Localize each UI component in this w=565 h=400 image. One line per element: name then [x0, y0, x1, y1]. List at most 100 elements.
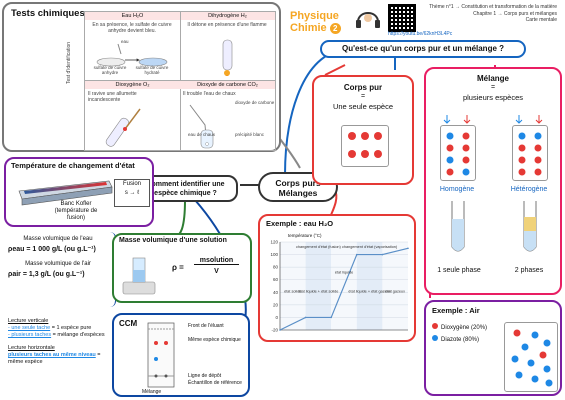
co2-test-text: Il trouble l'eau de chaux	[183, 91, 236, 97]
lecture-h-a: plusieurs taches au même niveau	[8, 352, 96, 358]
y-tick-label: 100	[270, 252, 278, 257]
header-chapter: Chapitre 1 → Corps purs et mélanges	[473, 10, 557, 17]
banc-kofler-name: Banc Kofler	[60, 201, 92, 207]
col-eau-header: Eau H₂O	[85, 12, 180, 20]
header-info: Thème n°1 → Constitution et transformati…	[429, 4, 557, 24]
tests-side-label: Test d'identification	[66, 41, 72, 84]
change-state-vaporisation: changement d'état (vaporisation)	[342, 245, 398, 249]
homogene-label: Homogène	[439, 186, 475, 193]
eau-test-text: En sa présence, le sulfate de cuivre anh…	[92, 22, 172, 34]
temperature-title: Température de changement d'état	[11, 161, 135, 170]
tube-homogene-icon	[451, 201, 465, 252]
fusion-label: Fusion	[122, 181, 141, 187]
corps-pur-def: Une seule espèce	[332, 102, 394, 111]
o2-test-text: Il ravive une allumette incandescente	[88, 91, 137, 103]
masse-volumique-panel: Masse volumique d'une solution ρ = msolu…	[112, 233, 252, 303]
ccm-front: Front de l'éluant	[188, 323, 224, 329]
sulfate-cuivre-illustration	[96, 43, 168, 67]
lecture-v2a: - plusieurs taches	[8, 332, 52, 338]
air-legend: Dioxygène (20%) Diazote (80%)	[432, 322, 487, 346]
heterogene-arrows	[515, 115, 543, 124]
masse-volumique-title: Masse volumique d'une solution	[119, 237, 227, 244]
zone-band	[382, 242, 408, 330]
formula-numerator: msolution	[194, 257, 239, 265]
co2-gas-label: dioxyde de carbone	[235, 100, 275, 105]
air-example-panel: Exemple : Air Dioxygène (20%) Diazote (8…	[424, 300, 562, 396]
col-h2-header: Dihydrogène H₂	[180, 12, 275, 20]
corps-pur-particles	[341, 125, 389, 167]
temperature-curve	[279, 247, 409, 331]
banc-kofler-label: Banc Kofler (température de fusion)	[46, 201, 106, 222]
sulfate-anhydre-label: sulfate de cuivre anhydre	[93, 65, 127, 75]
air-legend2: Diazote (80%)	[441, 337, 480, 343]
ccm-panel: CCM Front de l'éluant Même espèce chimiq…	[112, 313, 250, 397]
header-map-type: Carte mentale	[525, 17, 557, 23]
ccm-same-species: Même espèce chimique	[188, 337, 241, 343]
lecture-h-b: = même espèce	[8, 352, 101, 365]
y-tick-label: 40	[273, 290, 279, 295]
zone-label: état solide	[284, 289, 301, 293]
change-state-fusion: changement d'état (fusion)	[296, 245, 342, 249]
data-point	[381, 253, 384, 256]
air-particles	[504, 322, 558, 392]
youtube-link[interactable]: https://youtu.be/62knH3L4Pc	[388, 31, 453, 37]
y-tick-label: 0	[275, 315, 278, 320]
homogene-arrows	[443, 115, 471, 124]
melange-title: Mélange	[476, 74, 509, 83]
heterogene-particles	[512, 125, 548, 181]
corps-pur-title: Corps pur	[343, 83, 383, 92]
banc-kofler-illustration	[18, 180, 113, 206]
data-point	[279, 329, 281, 331]
y-tick-label: 60	[273, 277, 279, 282]
data-point	[407, 247, 409, 250]
qr-code-icon[interactable]	[388, 4, 416, 32]
formula-rho: ρ =	[172, 263, 184, 272]
data-point	[356, 253, 358, 256]
melange-panel: Mélange = plusieurs espèces Homogène Hét…	[424, 67, 562, 295]
h2-test-text: Il détone en présence d'une flamme	[187, 22, 267, 28]
lecture-notes: Lecture verticale - une seule tache = 1 …	[8, 318, 108, 366]
tests-table: Eau H₂O Dihydrogène H₂ Dioxygène O₂ Diox…	[84, 11, 276, 151]
co2-tube-illustration	[189, 104, 214, 149]
eau-masse-label: Masse volumique de l'eau	[23, 236, 93, 242]
melange-def: plusieurs espèces	[462, 93, 524, 102]
zone-band	[356, 242, 383, 330]
fusion-arrow: s → ℓ	[124, 190, 140, 196]
fusion-box: Fusion s → ℓ	[114, 179, 150, 207]
y-tick-label: 120	[270, 240, 278, 245]
eau-masse-value: ρeau = 1 000 g/L (ou g.L⁻¹)	[8, 246, 96, 253]
phase2-label: 2 phases	[514, 267, 544, 274]
eau-example-title: Exemple : eau H₂O	[266, 219, 334, 228]
brand-logo: Physique Chimie 2	[290, 10, 341, 34]
o2-tube-illustration	[105, 108, 141, 147]
balance-illustration	[122, 257, 156, 295]
masse-volumique-divider	[5, 232, 116, 307]
ccm-title: CCM	[119, 319, 138, 328]
dioxygene-dot	[432, 323, 438, 329]
y-tick-label: -20	[271, 328, 278, 333]
brand-number-badge: 2	[329, 23, 341, 34]
banc-kofler-sub: (température de fusion)	[54, 208, 98, 221]
sulfate-hydrate-label: sulfate de cuivre hydraté	[135, 65, 169, 75]
eau-chaux-label: eau de chaux	[188, 132, 216, 137]
chart-ylabel: température (°C)	[288, 233, 322, 238]
brand-line2: Chimie	[290, 22, 327, 34]
header-theme: Thème n°1 → Constitution et transformati…	[429, 4, 557, 10]
masse-volumique-values: Masse volumique de l'eau ρeau = 1 000 g/…	[8, 235, 108, 279]
headphones-icon	[356, 12, 380, 28]
eau-label: eau	[121, 39, 129, 44]
zone-label: état gazeux	[385, 289, 405, 293]
ccm-depot: Ligne de dépôt	[188, 373, 222, 379]
air-masse-label: Masse volumique de l'air	[25, 261, 91, 267]
zone-label: état liquide	[335, 270, 353, 274]
lecture-v1a: - une seule tache	[8, 325, 51, 331]
lecture-v1b: = 1 espèce pure	[50, 325, 92, 331]
question-main: Qu'est-ce qu'un corps pur et un mélange …	[320, 40, 526, 58]
y-tick-label: 80	[273, 265, 279, 270]
data-point	[330, 316, 332, 319]
diazote-dot	[432, 335, 438, 341]
zone-band	[280, 242, 306, 330]
col-o2-header: Dioxygène O₂	[85, 81, 180, 89]
tests-chimiques-panel: Tests chimiques Eau H₂O Dihydrogène H₂ D…	[2, 2, 281, 152]
